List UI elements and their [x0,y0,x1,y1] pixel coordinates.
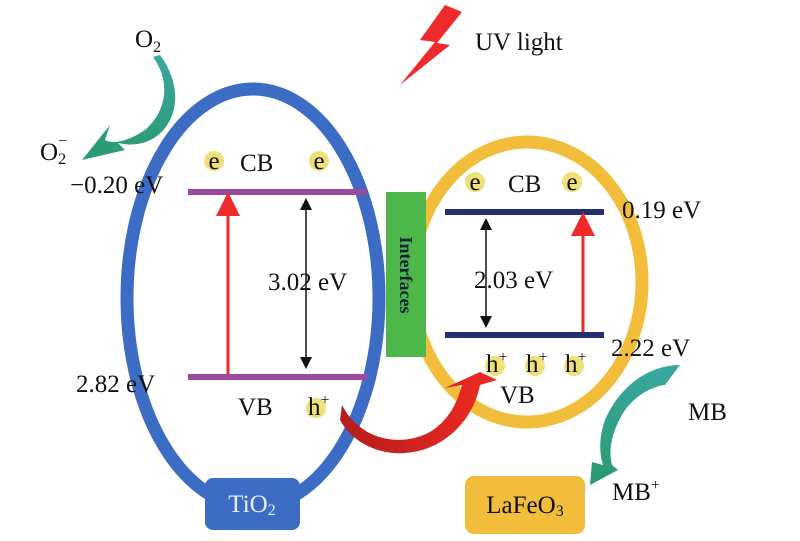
lafeo3-hole-3: h+ [565,349,587,378]
mb-label: MB [688,399,727,426]
lafeo3-cb-label: CB [508,171,541,198]
lafeo3-electron-2: e [566,169,577,196]
lafeo3-hole-1: h+ [486,349,508,378]
lafeo3-electron-dot [562,172,582,192]
lafeo3-badge [465,476,585,534]
tio2-badge [205,478,300,530]
lafeo3-hole-2: h+ [526,349,548,378]
tio2-hole-dot [306,398,326,418]
tio2-name: TiO2 [228,491,275,519]
lafeo3-hole-dot [485,356,505,376]
hole-transfer-arrow-icon [340,372,497,454]
superoxide-label: O2− [40,133,67,168]
oxygen-reduction-arrow-icon [82,55,176,160]
lafeo3-electron-1: e [469,169,480,196]
uv-light-label: UV light [475,29,563,56]
o2-label: O2 [135,26,161,56]
lafeo3-hole-dot [525,356,545,376]
lafeo3-band-gap: 2.03 eV [474,267,553,294]
tio2-electron-dot [309,151,329,171]
interface-label: Interfaces [396,237,416,314]
interface-block [386,192,426,357]
lafeo3-cb-energy: 0.19 eV [622,197,701,224]
tio2-cb-label: CB [240,150,273,177]
lafeo3-vb-label: VB [500,382,535,409]
tio2-electron-1: e [208,148,219,175]
lightning-icon [400,5,462,85]
dye-oxidation-arrow-icon [590,365,680,485]
tio2-electron-dot [204,151,224,171]
mb-plus-label: MB+ [612,477,660,506]
tio2-band-gap: 3.02 eV [268,269,347,296]
tio2-cb-energy: −0.20 eV [70,172,163,199]
tio2-vb-label: VB [238,394,273,421]
lafeo3-hole-dot [564,356,584,376]
lafeo3-name: LaFeO3 [486,492,563,520]
tio2-electron-2: e [313,148,324,175]
lafeo3-electron-dot [465,172,485,192]
tio2-hole: h+ [308,392,330,421]
lafeo3-vb-energy: 2.22 eV [611,335,690,362]
tio2-vb-energy: 2.82 eV [76,371,155,398]
